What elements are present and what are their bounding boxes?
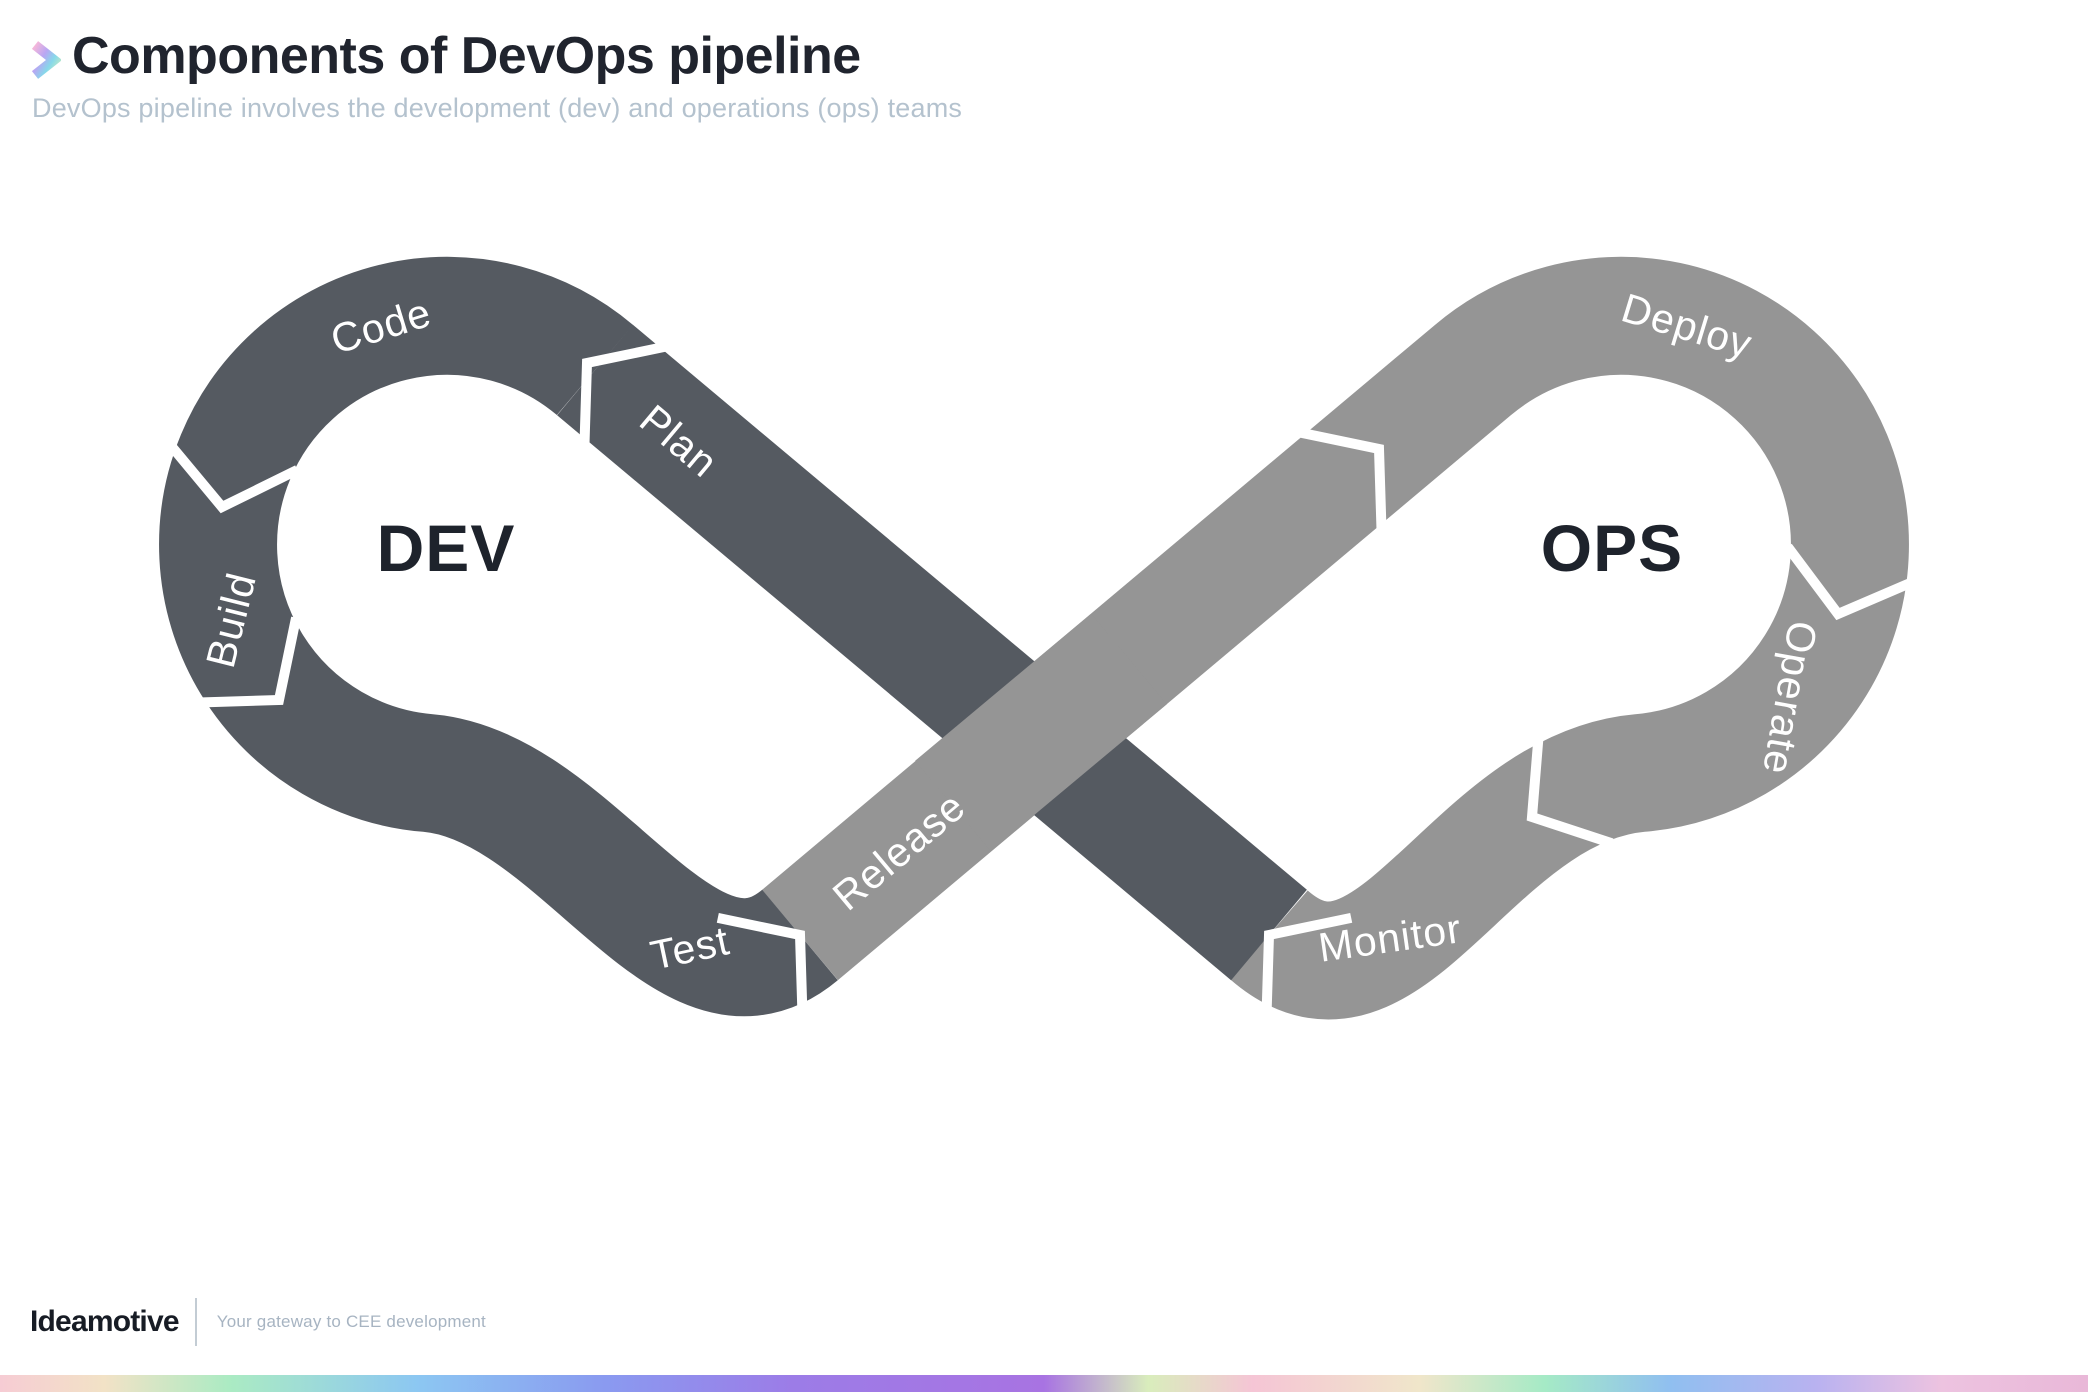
slide-header: Components of DevOps pipeline DevOps pip… <box>31 27 963 124</box>
flow-chevron-deploy-to-operate <box>1783 543 1918 621</box>
flow-chevron-build-to-test <box>194 616 301 708</box>
footer-divider <box>194 1298 197 1346</box>
dev-label: DEV <box>377 511 516 585</box>
dev-loop-path <box>159 256 838 1017</box>
flow-chevron-monitor-to-plan <box>1261 913 1353 1020</box>
page-title: Components of DevOps pipeline <box>72 27 861 85</box>
slide-footer: Ideamotive Your gateway to CEE developme… <box>30 1298 486 1346</box>
flow-chevron-code-to-build <box>164 439 300 514</box>
company-logo: Ideamotive <box>30 1305 180 1338</box>
bottom-gradient-bar <box>0 1375 2088 1392</box>
release-over-crossing-patch <box>915 613 1167 852</box>
flow-chevron-release-to-deploy <box>1295 427 1387 534</box>
flow-chevron-operate-to-monitor <box>1526 732 1614 848</box>
page-subtitle: DevOps pipeline involves the development… <box>32 93 963 124</box>
flow-chevron-plan-to-code <box>579 341 671 448</box>
ops-label: OPS <box>1541 511 1683 585</box>
footer-tagline: Your gateway to CEE development <box>216 1312 486 1331</box>
flow-chevron-test-to-release <box>716 913 808 1020</box>
chevron-right-icon <box>31 40 61 79</box>
dev-plan-band-path <box>557 324 1307 981</box>
